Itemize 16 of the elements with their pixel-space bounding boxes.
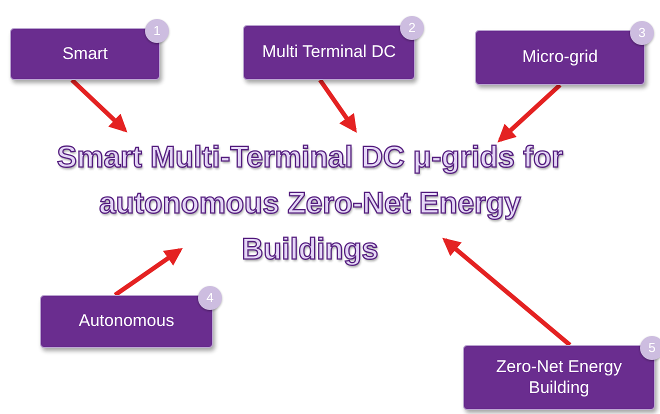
number-badge: 5 xyxy=(640,336,660,360)
number-badge: 3 xyxy=(630,21,654,45)
box-label: Smart xyxy=(62,44,108,64)
box-label: Micro-grid xyxy=(522,47,598,68)
box-label: Zero-Net Energy Building xyxy=(495,357,623,398)
number-badge: 2 xyxy=(400,16,424,40)
box-label: Multi Terminal DC xyxy=(262,42,396,63)
number-badge: 4 xyxy=(198,286,222,310)
arrow xyxy=(497,83,562,142)
arrow xyxy=(318,78,357,133)
arrow xyxy=(114,248,183,297)
arrow xyxy=(442,238,572,347)
arrow xyxy=(70,78,128,132)
box-label: Autonomous xyxy=(78,311,174,332)
number-badge: 1 xyxy=(145,19,169,43)
headline-text: Smart Multi-Terminal DC μ-grids for autonomous Zero-Net Energy Buildings xyxy=(40,128,580,280)
